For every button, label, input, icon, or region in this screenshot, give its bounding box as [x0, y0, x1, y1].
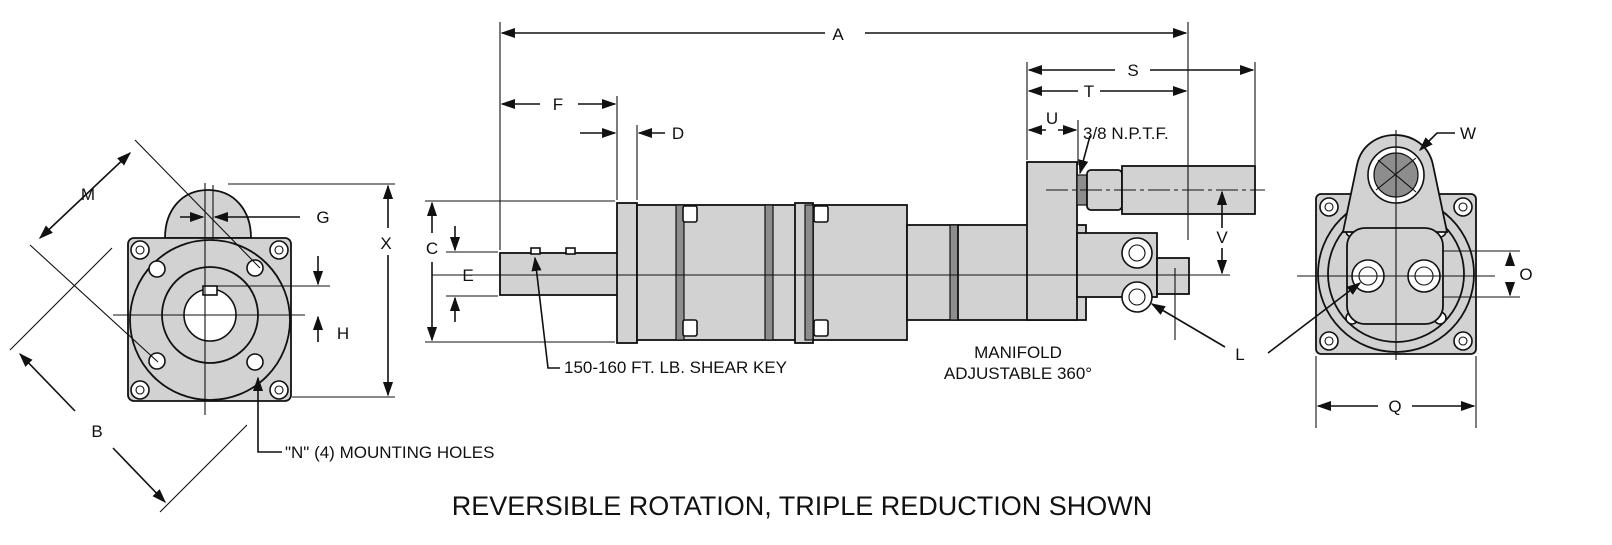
dim-label-q: Q — [1388, 397, 1401, 416]
dim-label-f: F — [553, 95, 563, 114]
caption: REVERSIBLE ROTATION, TRIPLE REDUCTION SH… — [452, 491, 1153, 521]
right-end-view — [1267, 130, 1520, 428]
notes: 3/8 N.P.T.F. 150-160 FT. LB. SHEAR KEY M… — [285, 124, 1169, 462]
dim-label-d: D — [672, 124, 684, 143]
dim-label-a: A — [832, 25, 844, 44]
dim-label-g: G — [316, 208, 329, 227]
dim-label-e: E — [462, 266, 473, 285]
housing-bolts — [682, 205, 829, 337]
dim-label-s: S — [1127, 61, 1138, 80]
note-manifold-line2: ADJUSTABLE 360° — [944, 364, 1092, 383]
right-corner-bolts — [1319, 197, 1473, 351]
dim-label-h: H — [337, 324, 349, 343]
dim-label-b: B — [91, 422, 102, 441]
dim-label-v: V — [1216, 228, 1228, 247]
dimension-labels: A S T U F D C E V W O Q L M G X H B — [81, 25, 1533, 441]
side-view — [425, 22, 1265, 369]
corner-bolts — [130, 240, 289, 400]
dim-label-u: U — [1046, 109, 1058, 128]
dim-label-o: O — [1519, 265, 1532, 284]
note-shear-key: 150-160 FT. LB. SHEAR KEY — [564, 358, 787, 377]
dim-label-l: L — [1235, 345, 1244, 364]
note-manifold-line1: MANIFOLD — [974, 343, 1062, 362]
left-end-view — [9, 139, 395, 513]
dim-label-m: M — [81, 185, 95, 204]
note-nptf: 3/8 N.P.T.F. — [1083, 124, 1169, 143]
dim-label-w: W — [1460, 124, 1476, 143]
dim-label-c: C — [426, 239, 438, 258]
note-mounting-holes: "N" (4) MOUNTING HOLES — [285, 443, 494, 462]
dim-label-x: X — [380, 234, 391, 253]
dim-label-t: T — [1084, 82, 1094, 101]
